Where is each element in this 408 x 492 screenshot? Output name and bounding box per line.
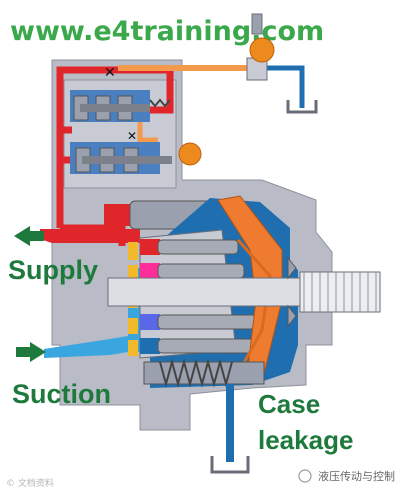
piston-chamber — [140, 338, 160, 354]
drain-tank-top — [286, 100, 318, 114]
case-label: Case — [258, 389, 320, 419]
watermark-right: 液压传动与控制 — [318, 469, 395, 483]
drive-shaft — [107, 256, 381, 328]
supply-label: Supply — [8, 255, 98, 285]
piston-chamber — [140, 263, 160, 279]
adjuster-ball-top — [249, 37, 275, 63]
supply-arrow — [14, 226, 44, 246]
piston-chamber — [140, 314, 160, 330]
adjuster-screw — [251, 13, 263, 35]
drain-tank-bottom — [210, 456, 250, 474]
site-url: www.e4training.com — [10, 16, 324, 47]
suction-inlet-line — [44, 334, 140, 358]
orifice-lower: ✕ — [127, 129, 137, 143]
leakage-label: leakage — [258, 425, 353, 455]
piston-rod — [157, 338, 263, 354]
wechat-icon — [298, 469, 312, 483]
watermark-left: © 文档资料 — [6, 477, 54, 489]
compensator-spool-lower — [70, 142, 172, 174]
suction-label: Suction — [12, 379, 111, 409]
compensator-spool-upper — [70, 90, 171, 122]
piston-rod — [157, 239, 239, 255]
piston-rod — [157, 263, 245, 279]
return-spring-piston — [143, 358, 265, 388]
drain-line-top — [262, 65, 305, 108]
piston-chamber — [140, 239, 160, 255]
orifice-upper: ✕ — [104, 65, 116, 81]
piston-rod — [157, 314, 257, 330]
adjuster-ball-side — [178, 142, 202, 166]
suction-arrow — [16, 342, 46, 362]
supply-outlet-line — [40, 229, 140, 243]
